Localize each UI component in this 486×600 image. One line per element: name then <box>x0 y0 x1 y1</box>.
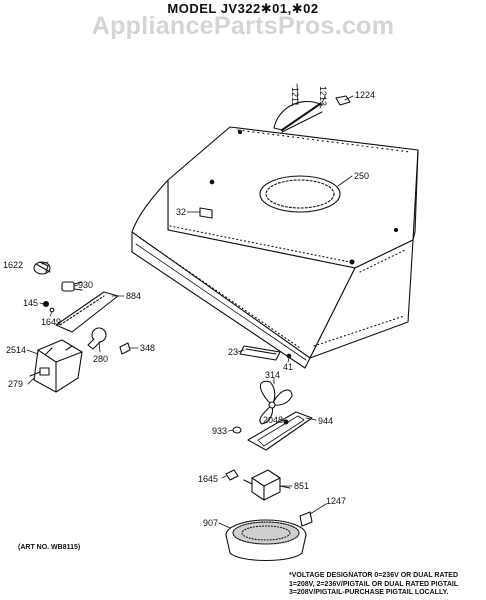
clip-part <box>335 95 351 106</box>
light-bulb <box>87 327 107 350</box>
small-screws <box>42 300 55 313</box>
callout-907: 907 <box>203 518 218 528</box>
leader-lines <box>26 83 354 529</box>
fan-blade <box>259 380 293 425</box>
callout-944: 944 <box>318 416 333 426</box>
small-grommet <box>232 426 242 434</box>
callout-930: 930 <box>78 280 93 290</box>
voltage-note-line: *VOLTAGE DESIGNATOR 0=236V OR DUAL RATED <box>289 572 459 579</box>
callout-1224: 1224 <box>355 90 375 100</box>
small-clip <box>119 342 131 355</box>
light-lens-bracket <box>55 291 119 333</box>
callout-41: 41 <box>283 362 293 372</box>
callout-1211: 1211 <box>290 87 300 106</box>
callout-145: 145 <box>23 298 38 308</box>
filter-strip <box>239 345 292 361</box>
callout-2514: 2514 <box>6 345 26 355</box>
callout-1213: 1213 <box>318 86 328 106</box>
callout-884: 884 <box>126 291 141 301</box>
callout-1622: 1622 <box>3 260 23 270</box>
voltage-note-line: 1=208V, 2=236V/PIGTAIL OR DUAL RATED PIG… <box>289 580 459 588</box>
voltage-note-line: 3=208V/PIGTAIL-PURCHASE PIGTAIL LOCALLY. <box>289 589 449 596</box>
callout-279: 279 <box>8 379 23 389</box>
art-number: (ART NO. WB8115) <box>18 544 81 551</box>
watermark-text: AppliancePartsPros.com <box>91 12 395 40</box>
callout-933: 933 <box>212 426 227 436</box>
callout-851: 851 <box>294 481 309 491</box>
connector-part <box>225 469 239 481</box>
range-hood-body <box>131 126 419 369</box>
nameplate-label <box>199 207 213 219</box>
callout-1247: 1247 <box>326 496 346 506</box>
callout-250: 250 <box>354 171 369 181</box>
switch-housing <box>29 339 83 393</box>
callout-1649: 1649 <box>41 317 61 327</box>
callout-314: 314 <box>265 370 280 380</box>
callout-348: 348 <box>140 343 155 353</box>
switch-knob <box>33 261 51 275</box>
duct-opening <box>259 175 341 213</box>
voltage-note: *VOLTAGE DESIGNATOR 0=236V OR DUAL RATED… <box>289 572 458 598</box>
filter-clip <box>299 511 313 527</box>
grease-filter <box>225 519 307 561</box>
callout-32: 32 <box>176 207 186 217</box>
callout-280: 280 <box>93 354 108 364</box>
fan-motor <box>243 469 291 501</box>
model-title: MODEL JV322✱01,✱02 <box>167 1 319 16</box>
callout-1645: 1645 <box>198 474 218 484</box>
callout-2048: 2048 <box>263 415 283 425</box>
lamp-socket <box>61 281 83 292</box>
callout-labels: 1211 1213 1224 250 32 1622 930 884 145 1… <box>3 86 375 528</box>
callout-23: 23 <box>228 347 238 357</box>
damper-cover <box>273 100 323 133</box>
